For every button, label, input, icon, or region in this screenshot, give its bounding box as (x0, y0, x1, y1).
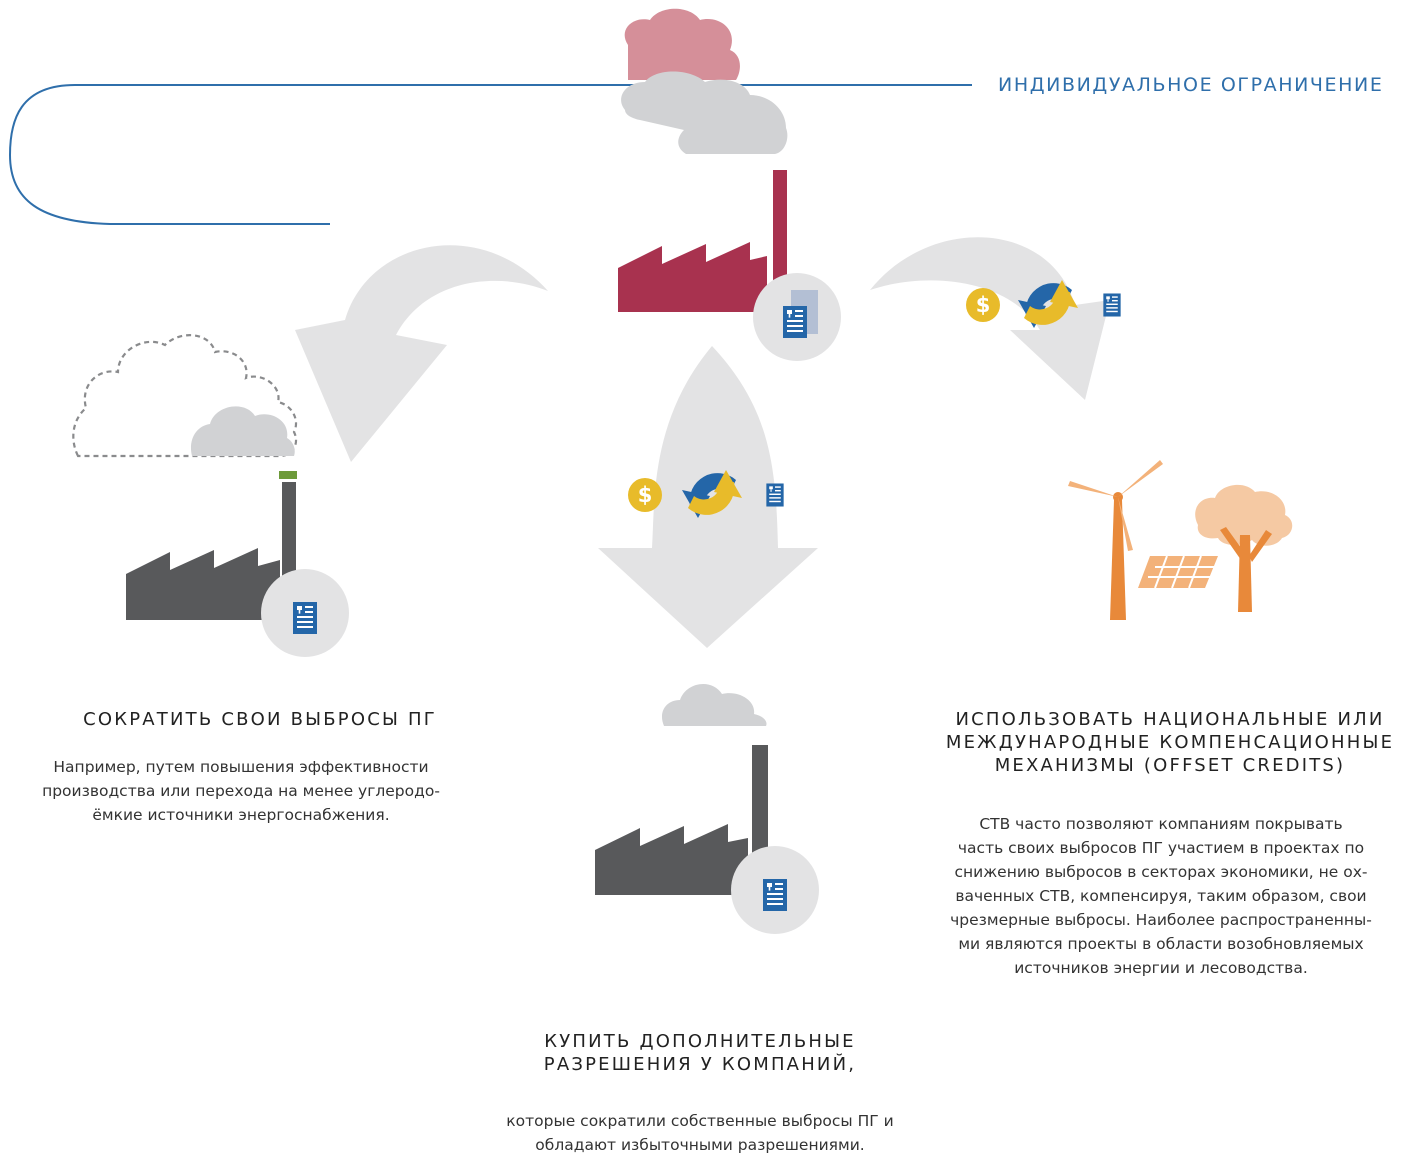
option-offset-title-line: МЕХАНИЗМЫ (OFFSET CREDITS) (994, 755, 1346, 776)
option-buy-title: КУПИТЬ ДОПОЛНИТЕЛЬНЫЕ РАЗРЕШЕНИЯ У КОМПА… (460, 1030, 940, 1076)
option-offset-title: ИСПОЛЬЗОВАТЬ НАЦИОНАЛЬНЫЕ ИЛИ МЕЖДУНАРОД… (930, 708, 1407, 777)
option-offset-title-line: МЕЖДУНАРОДНЫЕ КОМПЕНСАЦИОННЫЕ (945, 732, 1395, 753)
arrow-to-offset (870, 237, 1110, 400)
option-buy-line: обладают избыточными разрешениями. (535, 1136, 865, 1154)
option-offset-line: ми являются проекты в области возобновля… (958, 935, 1364, 953)
wind-turbine-icon (1068, 460, 1163, 620)
green-cap-marker (279, 471, 297, 479)
tree-icon (1195, 484, 1293, 612)
option-offset-line: источников энергии и лесоводства. (1014, 959, 1308, 977)
cloud-gray-small-left (190, 406, 295, 456)
permit-badge-bottom (731, 846, 819, 934)
option-offset-line: часть своих выбросов ПГ участием в проек… (957, 839, 1365, 857)
option-offset-line: снижению выбросов в секторах экономики, … (954, 863, 1368, 881)
option-buy-title-line: РАЗРЕШЕНИЯ У КОМПАНИЙ, (543, 1054, 857, 1075)
cloud-gray-top (621, 71, 788, 154)
option-reduce-line: Например, путем повышения эффективности (53, 758, 429, 776)
option-offset-text: СТВ часто позволяют компаниям покрывать … (915, 812, 1407, 980)
option-offset-line: СТВ часто позволяют компаниям покрывать (979, 815, 1343, 833)
option-reduce-line: ёмкие источники энергоснабжения. (92, 806, 390, 824)
option-reduce-text: Например, путем повышения эффективности … (0, 755, 482, 827)
option-offset-line: чрезмерные выбросы. Наиболее распростран… (950, 911, 1372, 929)
cloud-dashed-outline (72, 334, 298, 458)
solar-panel-icon (1138, 555, 1218, 589)
permit-badge-main (753, 273, 841, 361)
option-buy-text: которые сократили собственные выбросы ПГ… (460, 1109, 940, 1157)
option-offset-line: ваченных СТВ, компенсируя, таким образом… (955, 887, 1367, 905)
option-reduce-title: СОКРАТИТЬ СВОИ ВЫБРОСЫ ПГ (83, 709, 437, 730)
cap-label: ИНДИВИДУАЛЬНОЕ ОГРАНИЧЕНИЕ (998, 74, 1384, 96)
factory-main (618, 170, 787, 312)
option-reduce-line: производства или перехода на менее углер… (42, 782, 440, 800)
cloud-pink (624, 8, 740, 80)
cap-line (8, 84, 972, 225)
cloud-gray-bottom (661, 683, 767, 726)
option-offset-title-line: ИСПОЛЬЗОВАТЬ НАЦИОНАЛЬНЫЕ ИЛИ (955, 709, 1385, 730)
permit-badge-left (261, 569, 349, 657)
arrow-to-reduce (295, 245, 548, 462)
option-buy-title-line: КУПИТЬ ДОПОЛНИТЕЛЬНЫЕ (544, 1031, 856, 1052)
option-buy-line: которые сократили собственные выбросы ПГ… (506, 1112, 894, 1130)
